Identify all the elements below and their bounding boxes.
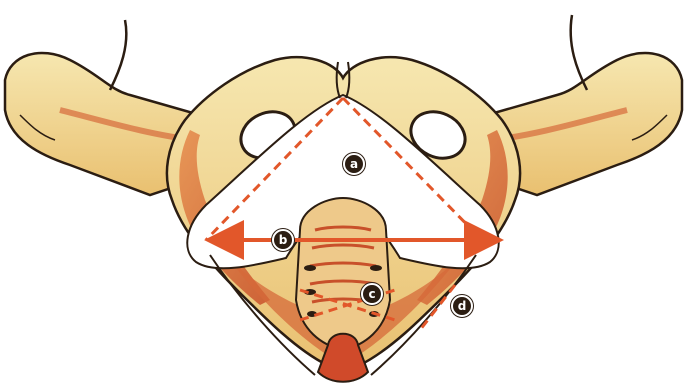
marker-d: d	[451, 295, 473, 317]
sacrum	[296, 198, 390, 350]
marker-b: b	[272, 229, 294, 251]
marker-c: c	[361, 283, 383, 305]
marker-a: a	[343, 153, 365, 175]
